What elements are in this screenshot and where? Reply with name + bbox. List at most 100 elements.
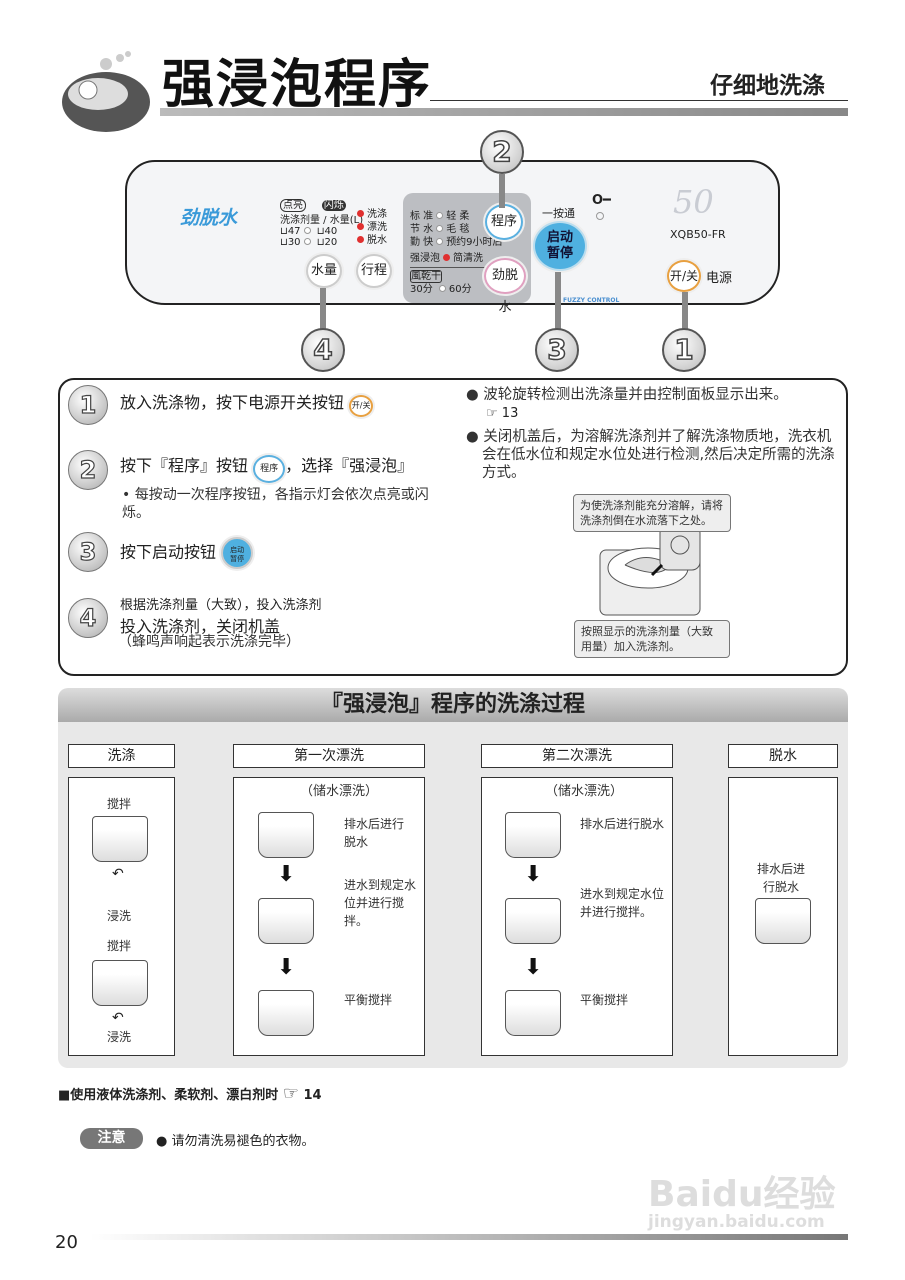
label-fill-agitate: 进水到规定水位并进行搅拌。 bbox=[344, 878, 417, 928]
caution-badge: 注意 bbox=[80, 1128, 143, 1149]
one-touch-label: 一按通 bbox=[542, 207, 575, 220]
tub-icon bbox=[92, 816, 148, 862]
header-rinse-2: 第二次漂洗 bbox=[481, 744, 673, 768]
page-number: 20 bbox=[55, 1232, 78, 1253]
liquid-detergent-note: ■使用液体洗涤剂、柔软剂、漂白剂时 ☞ 14 bbox=[58, 1083, 322, 1104]
status-spin: 脱水 bbox=[367, 235, 387, 246]
key-icon: O━ bbox=[592, 193, 611, 208]
ref-page: 13 bbox=[501, 406, 519, 421]
arrow bbox=[555, 272, 561, 330]
step-number: 2 bbox=[68, 450, 108, 490]
program-gentle: 轻 柔 bbox=[446, 211, 470, 222]
footer-bar bbox=[90, 1234, 848, 1240]
pointing-hand-icon: ☞ bbox=[282, 1083, 299, 1104]
callout-3: 3 bbox=[535, 328, 579, 372]
watermark-url: jingyan.baidu.com bbox=[648, 1212, 825, 1232]
rotate-icon: ↶ bbox=[112, 866, 124, 882]
program-soak: 强浸泡 bbox=[410, 253, 440, 264]
label-balance: 平衡搅拌 bbox=[344, 993, 393, 1007]
dry-label: 風乾干 bbox=[410, 270, 442, 283]
header-rinse-1: 第一次漂洗 bbox=[233, 744, 425, 768]
light-blink-label: 闪烁 bbox=[321, 200, 346, 211]
step-number: 3 bbox=[68, 532, 108, 572]
spinning-tub-icon bbox=[755, 898, 811, 944]
label-soak: 浸洗 bbox=[107, 909, 132, 923]
ref-13: ☞ 13 bbox=[486, 406, 518, 421]
start-pause-button[interactable]: 启动 暂停 bbox=[533, 221, 587, 271]
status-wash: 洗涤 bbox=[367, 209, 387, 220]
water-level-button[interactable]: 水量 bbox=[306, 254, 342, 288]
rotate-icon: ↶ bbox=[112, 1010, 124, 1026]
step-note: （蜂鸣声响起表示洗涤完毕） bbox=[118, 634, 300, 650]
pointing-hand-icon: ☞ bbox=[486, 406, 498, 421]
step-text: 按下『程序』按钮 bbox=[120, 456, 249, 475]
step-1: 放入洗涤物，按下电源开关按钮 开/关 bbox=[120, 389, 374, 417]
step-4-small: 根据洗涤剂量（大致），投入洗涤剂 bbox=[120, 598, 322, 613]
level-47: 47 bbox=[287, 226, 301, 237]
callout-top: 为使洗涤剂能充分溶解，请将洗涤剂倒在水流落下之处。 bbox=[573, 494, 731, 532]
step-number: 1 bbox=[68, 385, 108, 425]
tub-icon bbox=[505, 898, 561, 944]
spin-button[interactable]: 劲脱水 bbox=[484, 258, 526, 315]
power-button-icon: 开/关 bbox=[349, 395, 374, 417]
program-simple: 简清洗 bbox=[453, 253, 483, 264]
start-button-icon: 启动暂停 bbox=[221, 537, 254, 569]
label-drain-spin: 排水后进行脱水 bbox=[580, 817, 665, 831]
label-agitate: 搅拌 bbox=[107, 797, 132, 811]
water-level-indicators: 点亮 闪烁 洗涤剂量 / 水量(L) ⊔47 ⊔40 ⊔30 ⊔20 bbox=[280, 196, 375, 248]
program-standard: 标 准 bbox=[410, 211, 434, 222]
power-button[interactable]: 开/关 bbox=[667, 260, 701, 292]
spinning-tub-icon bbox=[505, 812, 561, 858]
note-text: 关闭机盖后，为溶解洗涤剂并了解洗涤物质地，洗衣机会在低水位和规定水位处进行检测,… bbox=[482, 429, 835, 481]
level-40: 40 bbox=[324, 226, 338, 237]
level-30: 30 bbox=[287, 237, 301, 248]
storage-rinse-label: （储水漂洗） bbox=[545, 784, 624, 799]
program-eco: 节 水 bbox=[410, 224, 434, 235]
header-wash: 洗涤 bbox=[68, 744, 175, 768]
logo-bubble-icon bbox=[58, 50, 153, 135]
status-rinse: 漂洗 bbox=[367, 222, 387, 233]
label-drain-spin: 排水后进行脱水 bbox=[756, 862, 805, 894]
model-number: XQB50-FR bbox=[670, 228, 726, 241]
divider bbox=[430, 100, 848, 101]
process-area bbox=[58, 722, 848, 1068]
note-2: ● 关闭机盖后，为溶解洗涤剂并了解洗涤物质地，洗衣机会在低水位和规定水位处进行检… bbox=[466, 429, 835, 481]
water-label: 洗涤剂量 / 水量(L) bbox=[280, 215, 364, 226]
tub-icon bbox=[92, 960, 148, 1006]
note-1: ● 波轮旋转检测出洗涤量并由控制面板显示出来。 bbox=[466, 387, 788, 403]
program-button-icon: 程序 bbox=[253, 455, 286, 483]
callout-2: 2 bbox=[480, 130, 524, 174]
tub-icon bbox=[258, 990, 314, 1036]
down-arrow-icon: ⬇ bbox=[524, 862, 543, 887]
course-button[interactable]: 行程 bbox=[356, 254, 392, 288]
arrow bbox=[682, 292, 688, 330]
header-bar bbox=[160, 108, 848, 116]
tub-icon bbox=[258, 898, 314, 944]
step-text: 放入洗涤物，按下电源开关按钮 bbox=[120, 393, 345, 412]
storage-rinse-label: （储水漂洗） bbox=[300, 784, 379, 799]
page-title: 强浸泡程序 bbox=[162, 55, 433, 115]
steps-box bbox=[58, 378, 848, 676]
step-number: 4 bbox=[68, 598, 108, 638]
label-soak: 浸洗 bbox=[107, 1030, 132, 1044]
fuzzy-control-label: FUZZY CONTROL bbox=[563, 297, 620, 304]
brand-logo: 劲脱水 bbox=[180, 207, 238, 229]
lock-indicator bbox=[596, 212, 604, 220]
power-label: 电源 bbox=[706, 271, 733, 286]
dry-60: 60分 bbox=[448, 284, 472, 295]
process-title: 『强浸泡』程序的洗涤过程 bbox=[58, 688, 848, 722]
program-quick: 勤 快 bbox=[410, 237, 434, 248]
callout-bottom: 按照显示的洗涤剂量（大致用量）加入洗涤剂。 bbox=[574, 620, 730, 658]
down-arrow-icon: ⬇ bbox=[277, 862, 296, 887]
program-button[interactable]: 程序 bbox=[485, 204, 523, 240]
step-text: 按下启动按钮 bbox=[120, 542, 217, 562]
label-balance: 平衡搅拌 bbox=[580, 993, 629, 1007]
ref-page: 14 bbox=[303, 1088, 322, 1103]
capacity-number: 50 bbox=[673, 183, 714, 221]
watermark-logo: Baidu经验 bbox=[648, 1174, 836, 1215]
caution-text: ● 请勿清洗易褪色的衣物。 bbox=[156, 1134, 315, 1149]
page-subtitle: 仔细地洗涤 bbox=[710, 73, 825, 99]
note-text: 波轮旋转检测出洗涤量并由控制面板显示出来。 bbox=[483, 387, 788, 403]
dry-30: 30分 bbox=[410, 284, 433, 295]
program-indicators: 标 准轻 柔 节 水毛 毯 勤 快预约9小时后 强浸泡简清洗 風乾干 30分 6… bbox=[410, 210, 503, 296]
